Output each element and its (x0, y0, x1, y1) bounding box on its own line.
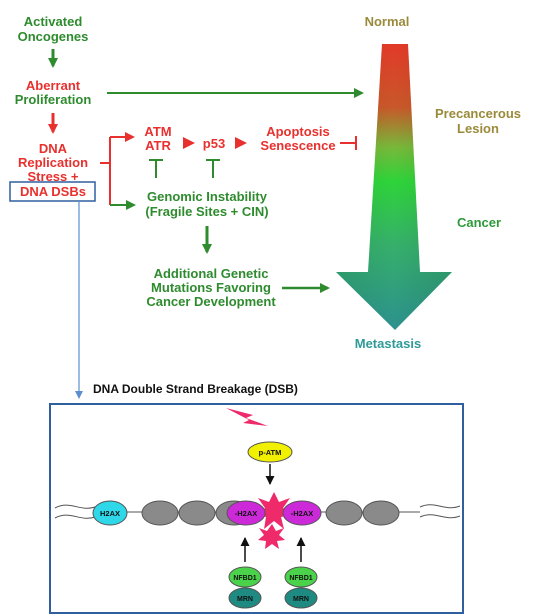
inhibit-p53 (206, 159, 220, 178)
label-activated-oncogenes-2: Oncogenes (18, 29, 89, 44)
label-activated-oncogenes-1: Activated (24, 14, 83, 29)
h2ax-break-left-label: -H2AX (235, 509, 258, 518)
nfbd1-right-label: NFBD1 (289, 575, 312, 582)
label-metastasis: Metastasis (355, 336, 421, 351)
branch-bracket (100, 137, 111, 205)
lightning-icon (226, 408, 268, 426)
h2ax-left-label: H2AX (100, 509, 120, 518)
label-genomic-instability-1: Genomic Instability (147, 189, 268, 204)
h2ax-break-right-node (282, 500, 322, 526)
label-senescence: Senescence (260, 138, 335, 153)
label-apoptosis: Apoptosis (266, 124, 330, 139)
label-cancer: Cancer (457, 215, 501, 230)
label-atr: ATR (145, 138, 171, 153)
mrn-right-node (284, 587, 318, 609)
nfbd1-right-node (284, 566, 318, 588)
mrn-left-label: MRN (237, 596, 253, 603)
nfbd1-left-node (228, 566, 262, 588)
label-aberrant-proliferation-1: Aberrant (26, 78, 81, 93)
mrn-left-node (228, 587, 262, 609)
label-dna-dsbs: DNA DSBs (20, 184, 86, 199)
break-star-icon (255, 492, 292, 529)
label-aberrant-proliferation-2: Proliferation (15, 92, 92, 107)
break-star-icon-2 (258, 524, 285, 549)
label-replication: Replication (18, 155, 88, 170)
label-stress: Stress + (28, 169, 79, 184)
p-atm-node (247, 441, 293, 463)
p-atm-label: p-ATM (259, 448, 282, 457)
label-dna: DNA (39, 141, 68, 156)
dsb-panel-title: DNA Double Strand Breakage (DSB) (93, 382, 298, 396)
label-precancerous-1: Precancerous (435, 106, 521, 121)
label-additional-mutations-1: Additional Genetic (154, 266, 269, 281)
h2ax-break-left-node (226, 500, 266, 526)
h2ax-left-node (92, 500, 128, 526)
h2ax-break-right-label: -H2AX (291, 509, 314, 518)
mrn-right-label: MRN (293, 596, 309, 603)
inhibit-apoptosis-to-progression (340, 136, 357, 150)
label-additional-mutations-3: Cancer Development (146, 294, 276, 309)
arrow-atm-to-p53 (183, 137, 195, 149)
dsb-panel-frame (49, 403, 464, 614)
label-genomic-instability-2: (Fragile Sites + CIN) (145, 204, 268, 219)
nfbd1-left-label: NFBD1 (233, 575, 256, 582)
progression-arrow (336, 44, 452, 330)
inhibit-atm (149, 159, 163, 178)
label-atm: ATM (144, 124, 171, 139)
arrow-p53-to-apoptosis (235, 137, 247, 149)
label-precancerous-2: Lesion (457, 121, 499, 136)
label-additional-mutations-2: Mutations Favoring (151, 280, 271, 295)
dna-dsbs-box (9, 181, 96, 202)
label-p53: p53 (203, 136, 225, 151)
label-normal: Normal (365, 14, 410, 29)
